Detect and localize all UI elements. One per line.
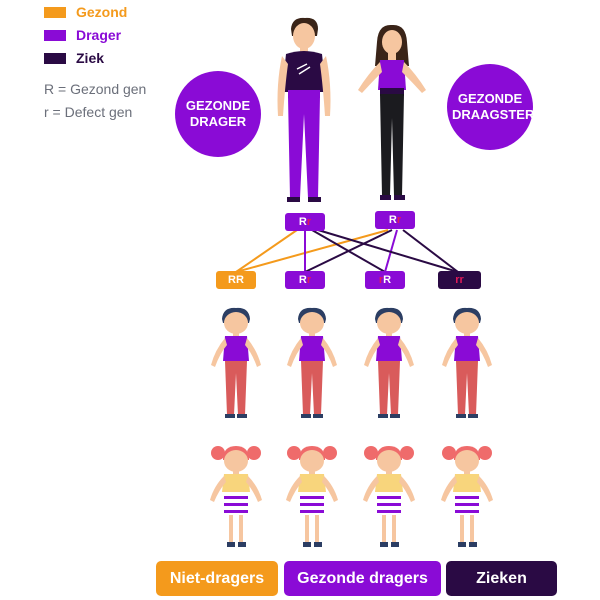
father-status-circle: GEZONDE DRAGER	[175, 71, 261, 157]
child2-gene-1: R	[298, 274, 307, 286]
label-sick: Zieken	[446, 561, 557, 596]
legend-label-carrier: Drager	[76, 27, 122, 43]
legend-label-healthy: Gezond	[76, 4, 128, 20]
child1-gene-1: R	[228, 274, 236, 286]
child4-gene-1: r	[455, 274, 460, 286]
girl-figure-icon	[210, 446, 262, 547]
line-father-to-child3	[311, 229, 386, 273]
mother-status-label: GEZONDE DRAAGSTER	[452, 91, 535, 122]
label-healthy-carriers: Gezonde dragers	[284, 561, 441, 596]
legend-label-sick: Ziek	[76, 50, 105, 66]
child3-gene-1: r	[378, 274, 384, 286]
legend-item-gezond: Gezond	[44, 4, 127, 20]
legend-item-drager: Drager	[44, 27, 121, 43]
mother-gene-1: R	[388, 214, 397, 226]
gene-note-defect: r = Defect gen	[44, 104, 133, 120]
child1-gene-2: R	[236, 274, 244, 286]
girl-figure-icon	[441, 446, 493, 547]
father-gene-1: R	[298, 216, 307, 228]
father-status-label: GEZONDE DRAGER	[185, 98, 251, 129]
line-mother-to-child4	[402, 229, 459, 273]
legend-swatch-healthy	[44, 6, 66, 18]
legend-item-ziek: Ziek	[44, 50, 104, 66]
boy-figure-icon	[211, 307, 261, 418]
gene-note-healthy: R = Gezond gen	[44, 81, 147, 97]
child4-gene-2: r	[459, 274, 464, 286]
girl-figure-icon	[286, 446, 338, 547]
boy-figure-icon	[442, 307, 492, 418]
boy-figure-icon	[364, 307, 414, 418]
father-gene-2: r	[306, 216, 312, 228]
label-non-carriers: Niet-dragers	[156, 561, 278, 596]
mother-status-circle: GEZONDE DRAAGSTER	[447, 64, 535, 150]
child2-gene-2: r	[306, 274, 312, 286]
line-father-to-child1	[235, 229, 298, 273]
legend-swatch-sick	[44, 52, 66, 64]
line-father-to-child4	[317, 229, 459, 273]
legend-swatch-carrier	[44, 29, 66, 41]
label-healthy-carriers-text: Gezonde dragers	[297, 569, 428, 587]
mother-figure-icon	[358, 24, 426, 200]
line-mother-to-child1	[235, 229, 389, 273]
father-figure-icon	[277, 17, 331, 202]
mother-gene-2: r	[396, 214, 402, 226]
child3-gene-2: R	[383, 274, 392, 286]
girl-figure-icon	[363, 446, 415, 547]
label-non-carriers-text: Niet-dragers	[169, 569, 265, 587]
boy-figure-icon	[287, 307, 337, 418]
label-sick-text: Zieken	[476, 569, 527, 587]
